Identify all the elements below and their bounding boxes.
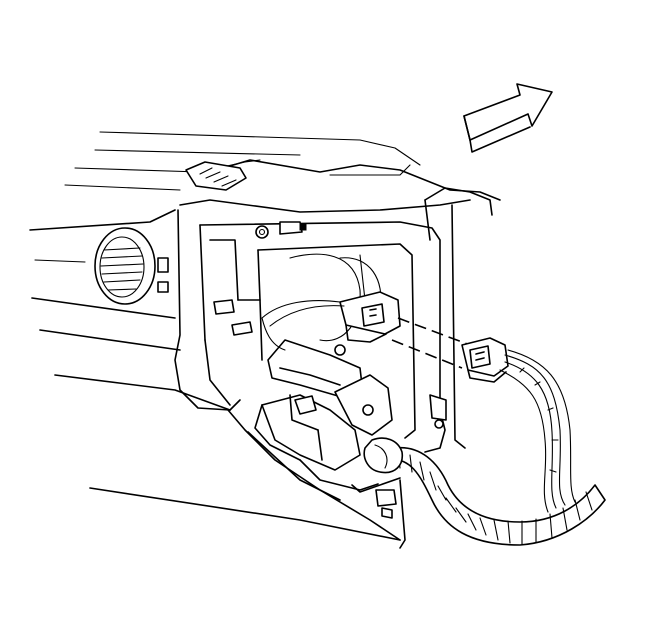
side-air-vent [94,227,169,305]
defroster-vent [185,161,247,191]
direction-arrow-icon [463,83,553,153]
control-module-bracket [254,339,393,491]
wiring-conduit [363,437,606,546]
dashboard-left-panel [31,259,401,541]
harness-wires [499,349,576,513]
connection-guide-lines [391,317,471,369]
mating-harness-connector [461,337,509,383]
dashboard-top-surface [29,131,501,231]
retaining-clips [213,221,447,519]
module-harness-connector [261,291,401,351]
lower-trim-panel [227,399,406,549]
glovebox-opening-frame [174,187,493,453]
